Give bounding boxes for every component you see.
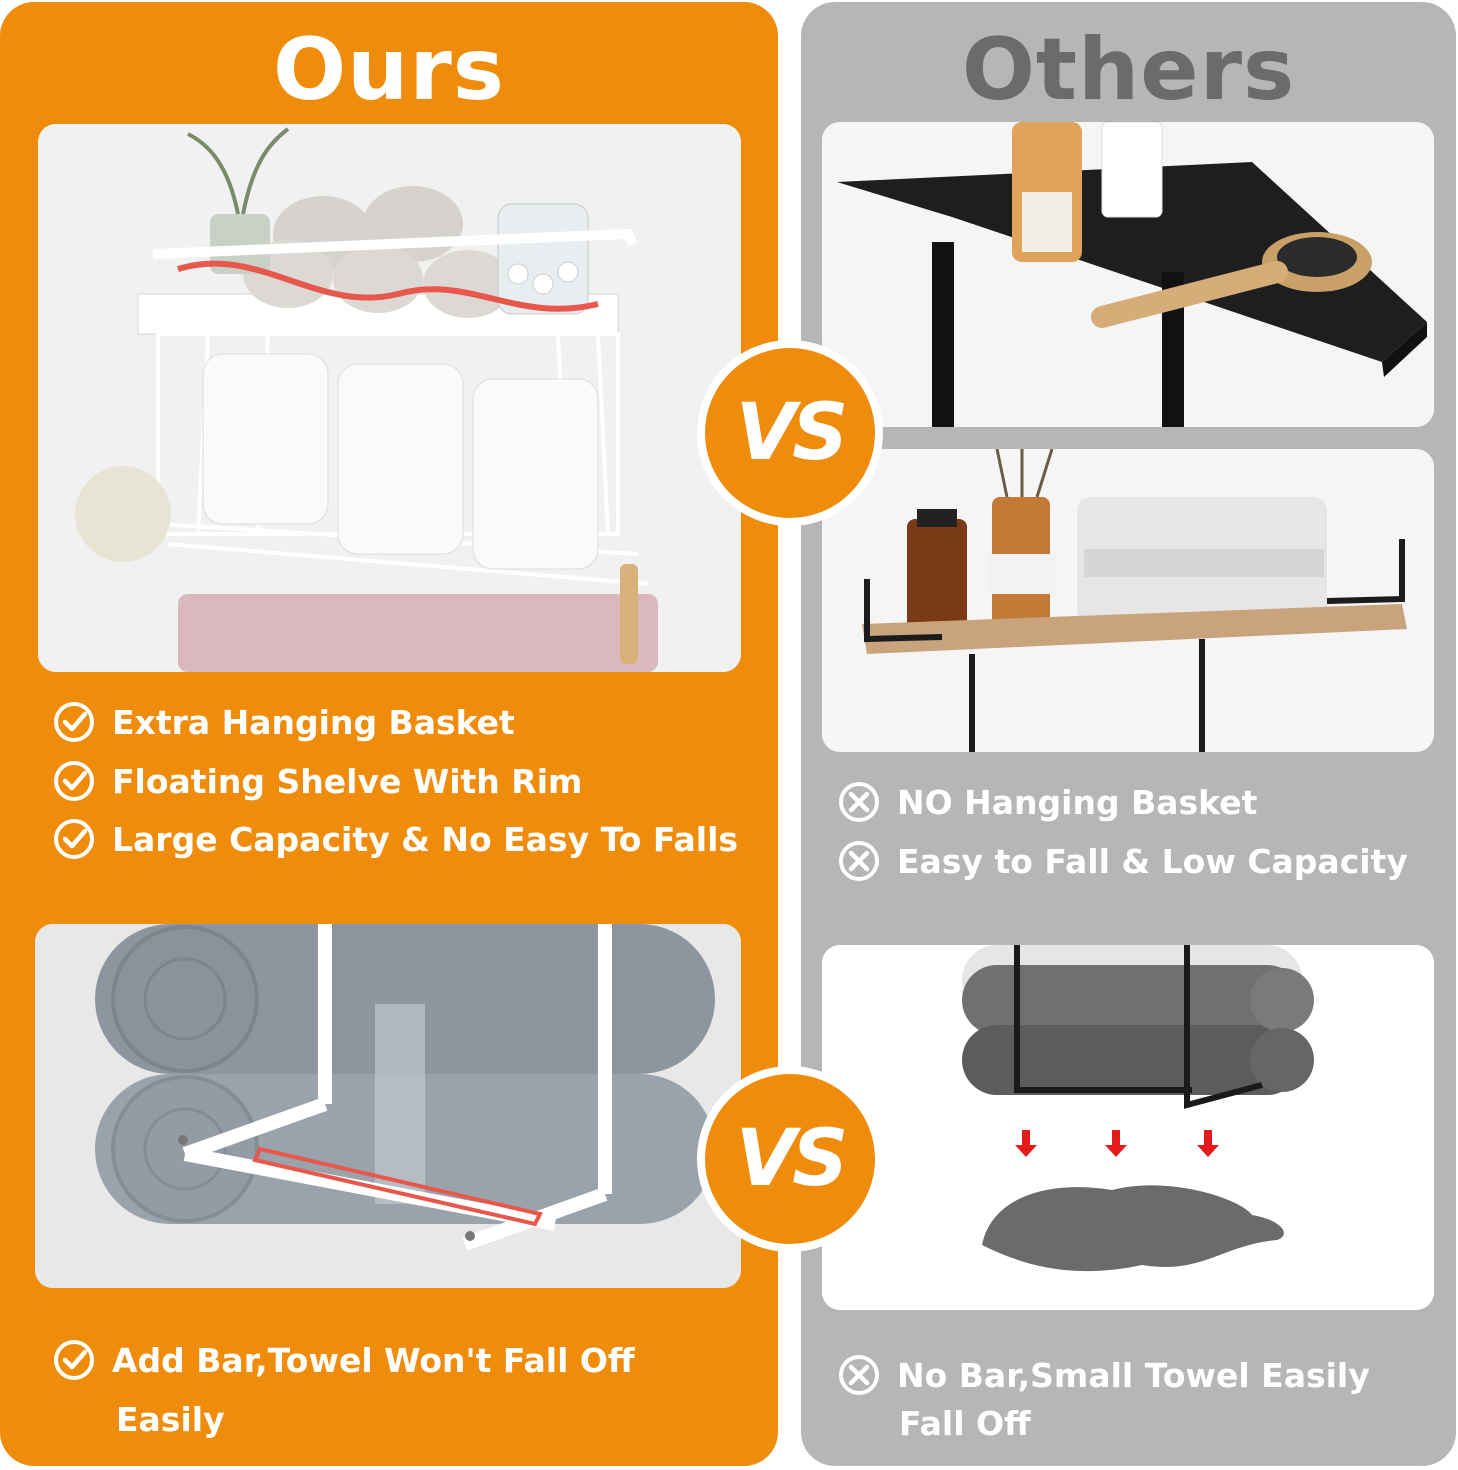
ours-towel-rack-photo bbox=[35, 924, 741, 1288]
others-title: Others bbox=[961, 20, 1296, 120]
ours-feature-3: Large Capacity & No Easy To Falls bbox=[52, 817, 738, 861]
ours-feature-1: Extra Hanging Basket bbox=[52, 700, 515, 744]
vs-badge-top: VS bbox=[697, 340, 883, 526]
ours-shelf-photo bbox=[38, 124, 741, 672]
others-black-shelf-photo bbox=[822, 122, 1434, 427]
others-falling-towel-photo bbox=[822, 945, 1434, 1310]
ours-feature-4-text: Add Bar,Towel Won't Fall Off bbox=[112, 1340, 635, 1380]
vs-badge-bottom: VS bbox=[697, 1066, 883, 1252]
x-circle-icon bbox=[837, 839, 881, 883]
check-circle-icon bbox=[52, 817, 96, 861]
x-circle-icon bbox=[837, 1353, 881, 1397]
check-circle-icon bbox=[52, 1338, 96, 1382]
ours-feature-2: Floating Shelve With Rim bbox=[52, 759, 582, 803]
others-panel: Others bbox=[801, 2, 1456, 1466]
ours-title: Ours bbox=[273, 20, 505, 120]
ours-feature-3-text: Large Capacity & No Easy To Falls bbox=[112, 819, 739, 859]
check-circle-icon bbox=[52, 700, 96, 744]
ours-panel: Ours bbox=[0, 2, 778, 1466]
others-feature-1-text: NO Hanging Basket bbox=[897, 782, 1258, 822]
ours-feature-4-text-line2: Easily bbox=[116, 1400, 225, 1439]
others-feature-3-text: No Bar,Small Towel Easily bbox=[897, 1355, 1370, 1395]
x-circle-icon bbox=[837, 780, 881, 824]
others-feature-1: NO Hanging Basket bbox=[837, 780, 1257, 824]
vs-label-top: VS bbox=[735, 388, 849, 478]
others-feature-3: No Bar,Small Towel Easily bbox=[837, 1353, 1370, 1397]
others-feature-2-text: Easy to Fall & Low Capacity bbox=[897, 841, 1408, 881]
others-wood-shelf-photo bbox=[822, 449, 1434, 752]
others-feature-2: Easy to Fall & Low Capacity bbox=[837, 839, 1408, 883]
check-circle-icon bbox=[52, 759, 96, 803]
others-feature-3-text-line2: Fall Off bbox=[899, 1404, 1031, 1443]
ours-feature-1-text: Extra Hanging Basket bbox=[112, 702, 515, 742]
ours-feature-4: Add Bar,Towel Won't Fall Off bbox=[52, 1338, 635, 1382]
ours-feature-2-text: Floating Shelve With Rim bbox=[112, 761, 583, 801]
vs-label-bottom: VS bbox=[735, 1114, 849, 1204]
